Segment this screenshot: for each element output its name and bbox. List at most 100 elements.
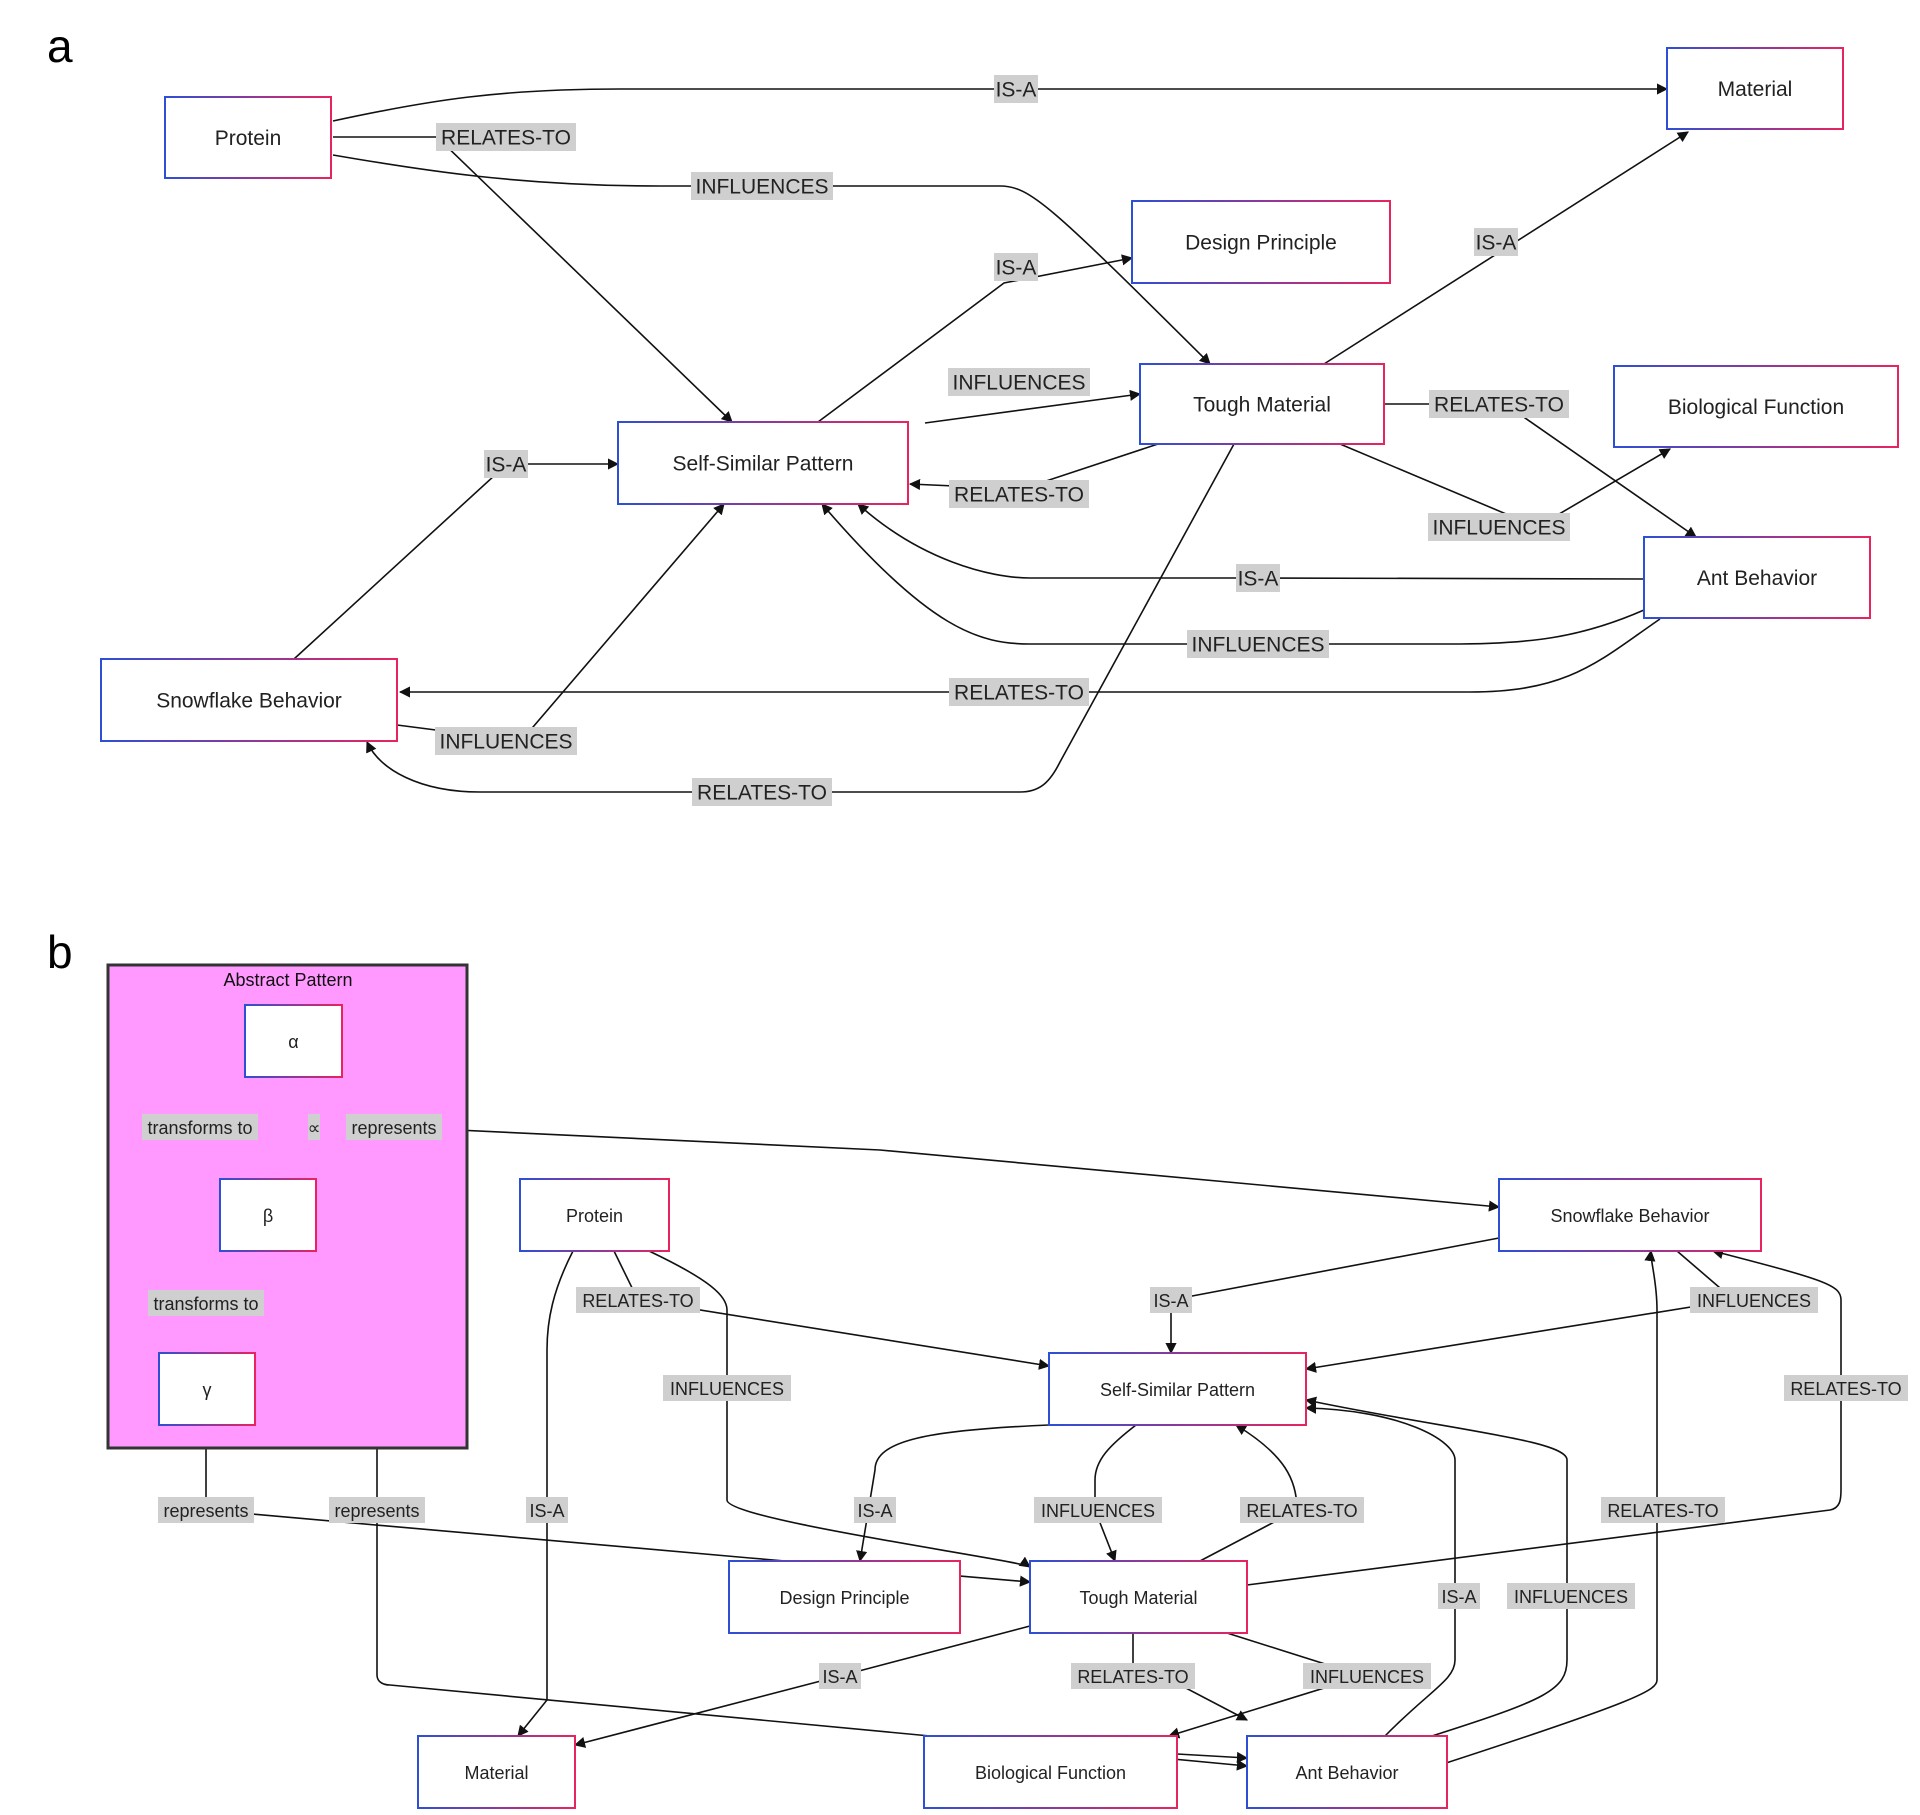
a-node-design: Design Principle — [1131, 200, 1391, 284]
b-edge-label: INFLUENCES — [1690, 1287, 1818, 1313]
a-edge-protein-to-tough — [332, 154, 1211, 365]
b-edge-alpha-to-snow — [336, 1076, 1501, 1212]
b-edge-label: represents — [158, 1497, 254, 1523]
a-edge-label: INFLUENCES — [435, 727, 577, 755]
a-node-tough: Tough Material — [1139, 363, 1385, 445]
b-node-biofunc: Biological Function — [923, 1735, 1178, 1809]
b-edge-label: RELATES-TO — [1240, 1497, 1364, 1523]
a-node-selfsim: Self-Similar Pattern — [617, 421, 909, 505]
a-node-label: Tough Material — [1193, 394, 1331, 417]
b-edge-label: IS-A — [1150, 1287, 1192, 1313]
a-edge-protein-to-material — [332, 83, 1669, 122]
a-edge-label-text: INFLUENCES — [1191, 634, 1324, 657]
b-edge-label: INFLUENCES — [663, 1375, 791, 1401]
b-edge-tough-to-snow — [1246, 1248, 1842, 1586]
b-edge-protein-to-tough — [648, 1250, 1031, 1568]
b-node-label: Biological Function — [975, 1763, 1126, 1783]
a-edge-label-text: IS-A — [996, 257, 1037, 280]
a-edge-label-text: IS-A — [996, 79, 1037, 102]
b-edge-label: RELATES-TO — [1601, 1497, 1725, 1523]
b-node-label: Tough Material — [1079, 1588, 1197, 1608]
b-edge-selfsim-to-design — [856, 1424, 1050, 1563]
b-node-label: Snowflake Behavior — [1550, 1206, 1709, 1226]
a-edge-label: INFLUENCES — [1187, 630, 1329, 658]
a-edge-label: IS-A — [994, 75, 1038, 103]
a-edge-ant-to-selfsim — [821, 503, 1645, 645]
b-edge-label-text: represents — [163, 1501, 248, 1521]
a-node-label: Ant Behavior — [1697, 567, 1817, 590]
b-node-label: α — [288, 1032, 298, 1052]
a-edge-snow-to-selfsim — [396, 503, 725, 742]
a-edge-label: RELATES-TO — [692, 778, 832, 806]
b-edge-label: IS-A — [1438, 1583, 1480, 1609]
b-node-beta: β — [219, 1178, 317, 1252]
b-edge-label-text: RELATES-TO — [1077, 1667, 1188, 1687]
b-edge-label-text: RELATES-TO — [582, 1291, 693, 1311]
b-edge-snow-to-selfsim — [1304, 1250, 1736, 1373]
b-edge-label-text: IS-A — [1441, 1587, 1476, 1607]
b-edge-label: transforms to — [142, 1114, 258, 1140]
a-edge-label: INFLUENCES — [691, 172, 833, 200]
b-edge-label-text: RELATES-TO — [1246, 1501, 1357, 1521]
b-node-material: Material — [417, 1735, 576, 1809]
a-edge-tough-to-snow — [366, 443, 1235, 793]
a-node-biofunc: Biological Function — [1613, 365, 1899, 448]
b-edge-label-text: IS-A — [529, 1501, 564, 1521]
b-edge-label-text: IS-A — [822, 1667, 857, 1687]
b-edge-label-text: INFLUENCES — [1514, 1587, 1628, 1607]
a-edge-label-text: RELATES-TO — [441, 127, 571, 150]
b-node-snow: Snowflake Behavior — [1498, 1178, 1762, 1252]
b-edge-snow-to-selfsim — [1165, 1237, 1500, 1355]
a-edge-label: IS-A — [484, 450, 528, 478]
a-node-label: Protein — [215, 127, 282, 150]
b-node-label: Material — [464, 1763, 528, 1783]
b-edge-label-text: INFLUENCES — [1697, 1291, 1811, 1311]
a-node-label: Snowflake Behavior — [156, 690, 342, 713]
a-node-label: Design Principle — [1185, 232, 1337, 255]
a-edge-label: RELATES-TO — [949, 480, 1089, 508]
a-edge-label-text: IS-A — [1238, 568, 1279, 591]
b-edge-ant-to-selfsim — [1304, 1402, 1456, 1737]
b-edge-label: INFLUENCES — [1507, 1583, 1635, 1609]
b-node-label: Protein — [566, 1206, 623, 1226]
b-edge-label-text: represents — [334, 1501, 419, 1521]
b-edge-label: transforms to — [148, 1290, 264, 1316]
a-edge-label-text: IS-A — [1476, 232, 1517, 255]
b-node-ant: Ant Behavior — [1246, 1735, 1448, 1809]
a-node-snow: Snowflake Behavior — [100, 658, 398, 742]
b-edge-label: represents — [346, 1114, 442, 1140]
a-edge-label-text: INFLUENCES — [439, 731, 572, 754]
a-edge-snow-to-selfsim — [293, 458, 620, 660]
a-edge-label-text: INFLUENCES — [695, 176, 828, 199]
edges-layer — [200, 83, 1842, 1771]
b-node-gamma: γ — [158, 1352, 256, 1426]
a-edge-label: RELATES-TO — [436, 123, 576, 151]
b-node-design: Design Principle — [728, 1560, 961, 1634]
a-edge-label-text: RELATES-TO — [697, 782, 827, 805]
a-edge-label: RELATES-TO — [949, 678, 1089, 706]
b-edge-label: RELATES-TO — [576, 1287, 700, 1313]
b-edge-label: INFLUENCES — [1303, 1663, 1431, 1689]
b-edge-label: ∝ — [308, 1114, 320, 1140]
a-node-label: Material — [1718, 78, 1793, 101]
a-edge-protein-to-selfsim — [333, 136, 733, 423]
a-edge-label-text: IS-A — [486, 454, 527, 477]
a-edge-label: INFLUENCES — [948, 368, 1090, 396]
edge-labels-layer: IS-A RELATES-TO INFLUENCES IS-A IS-A INFLUENC… — [142, 75, 1908, 1689]
a-node-label: Self-Similar Pattern — [673, 453, 854, 476]
b-node-label: γ — [203, 1380, 212, 1400]
a-node-ant: Ant Behavior — [1643, 536, 1871, 619]
b-node-label: Ant Behavior — [1295, 1763, 1398, 1783]
b-edge-label-text: INFLUENCES — [1310, 1667, 1424, 1687]
panel-b-letter: b — [47, 926, 73, 978]
b-edge-ant-to-selfsim — [1304, 1396, 1568, 1737]
b-node-label: Self-Similar Pattern — [1100, 1380, 1255, 1400]
b-node-tough: Tough Material — [1029, 1560, 1248, 1634]
b-edge-tough-to-material — [573, 1625, 1031, 1748]
b-edge-label-text: INFLUENCES — [670, 1379, 784, 1399]
b-edge-protein-to-material — [517, 1250, 574, 1737]
a-edge-label-text: RELATES-TO — [1434, 394, 1564, 417]
a-node-protein: Protein — [164, 96, 332, 179]
a-node-label: Biological Function — [1668, 396, 1844, 419]
